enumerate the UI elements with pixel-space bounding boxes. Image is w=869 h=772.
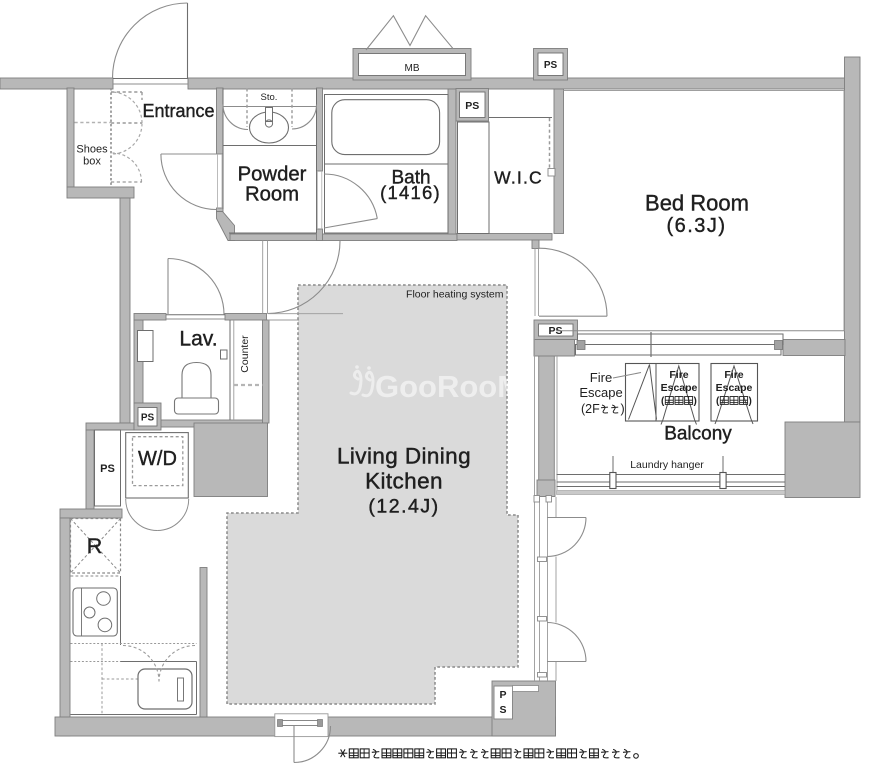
svg-text:W.I.C: W.I.C bbox=[494, 168, 543, 188]
svg-text:(12.4J): (12.4J) bbox=[368, 496, 439, 518]
svg-text:box: box bbox=[83, 156, 101, 168]
svg-text:(6.3J): (6.3J) bbox=[666, 215, 726, 237]
svg-text:Shoes: Shoes bbox=[76, 143, 108, 155]
svg-text:): ) bbox=[621, 402, 625, 416]
svg-text:Fire: Fire bbox=[669, 369, 688, 381]
svg-text:Powder: Powder bbox=[238, 164, 307, 186]
svg-text:W/D: W/D bbox=[138, 448, 177, 470]
svg-text:Kitchen: Kitchen bbox=[365, 469, 443, 494]
svg-text:Counter: Counter bbox=[239, 335, 251, 373]
svg-text:PS: PS bbox=[544, 60, 558, 71]
svg-text:Sto.: Sto. bbox=[261, 92, 278, 103]
svg-text:S: S bbox=[499, 704, 506, 716]
svg-text:GooRooM: GooRooM bbox=[375, 369, 523, 404]
svg-text:P: P bbox=[499, 689, 506, 701]
svg-text:Lav.: Lav. bbox=[179, 328, 217, 351]
svg-text:MB: MB bbox=[405, 63, 420, 74]
svg-text:R: R bbox=[87, 534, 103, 558]
svg-text:(: ( bbox=[716, 396, 720, 407]
svg-text:PS: PS bbox=[100, 463, 115, 475]
svg-text:Fire: Fire bbox=[590, 370, 612, 385]
svg-text:Fire: Fire bbox=[724, 369, 743, 381]
svg-text:Bath: Bath bbox=[391, 168, 430, 189]
svg-text:Escape: Escape bbox=[716, 382, 753, 394]
svg-text:): ) bbox=[694, 396, 697, 407]
svg-text:Entrance: Entrance bbox=[142, 101, 214, 121]
svg-text:Escape: Escape bbox=[579, 385, 622, 400]
svg-text:Floor heating system: Floor heating system bbox=[406, 289, 504, 301]
svg-text:Room: Room bbox=[245, 184, 299, 206]
svg-text:Living Dining: Living Dining bbox=[337, 444, 471, 469]
svg-text:(1416): (1416) bbox=[380, 182, 441, 203]
svg-text:PS: PS bbox=[548, 325, 562, 337]
svg-text:PS: PS bbox=[465, 100, 479, 112]
svg-text:(: ( bbox=[661, 396, 665, 407]
svg-text:Balcony: Balcony bbox=[664, 424, 732, 445]
svg-text:(2F: (2F bbox=[581, 402, 600, 416]
svg-text:): ) bbox=[749, 396, 752, 407]
svg-text:PS: PS bbox=[141, 413, 155, 424]
svg-text:Escape: Escape bbox=[661, 382, 698, 394]
svg-text:Bed Room: Bed Room bbox=[645, 191, 749, 216]
svg-text:Laundry hanger: Laundry hanger bbox=[630, 459, 704, 471]
